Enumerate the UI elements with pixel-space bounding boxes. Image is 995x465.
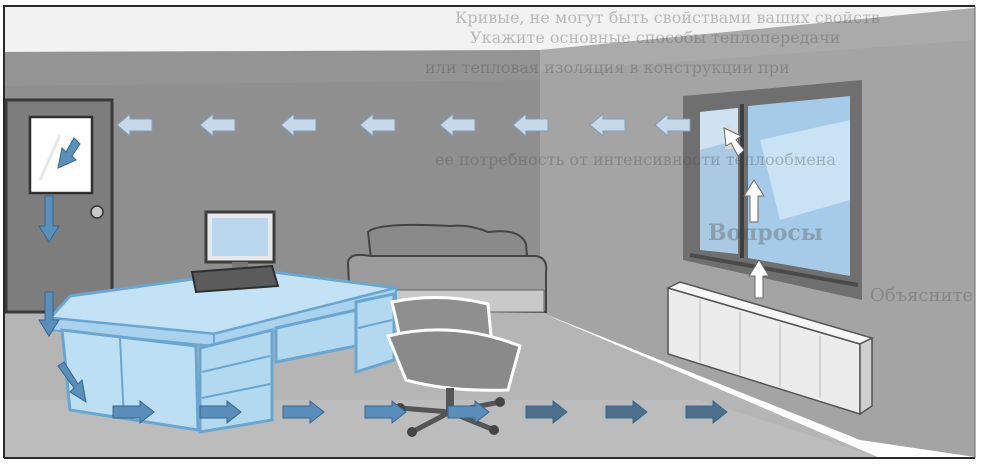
door bbox=[6, 100, 112, 312]
computer-monitor bbox=[192, 212, 278, 292]
door-knob bbox=[91, 206, 103, 218]
